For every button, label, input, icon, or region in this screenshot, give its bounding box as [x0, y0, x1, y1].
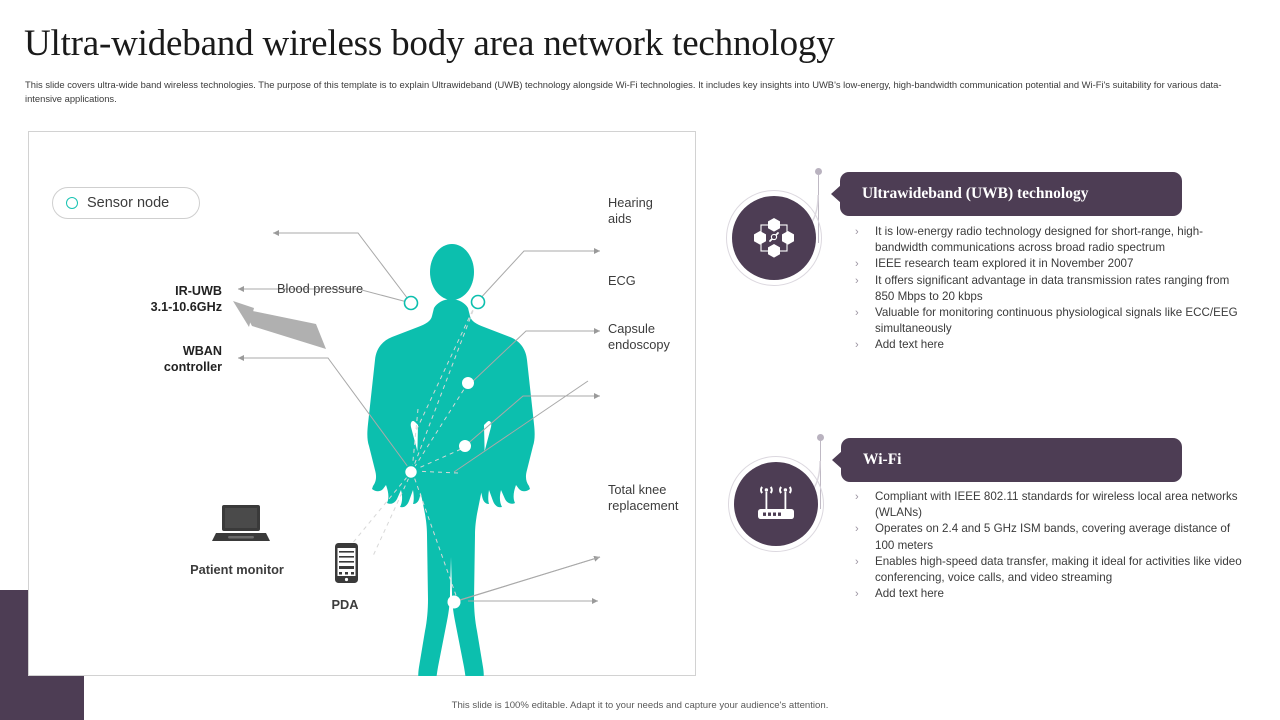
- sensor-mesh-links: [345, 302, 477, 602]
- label-patient-monitor: Patient monitor: [190, 562, 284, 577]
- legend-sensor-node: Sensor node: [52, 187, 200, 219]
- network-nodes-icon: [754, 218, 794, 258]
- panel-wifi-title: Wi-Fi: [832, 438, 1182, 482]
- chevron-right-icon: ›: [855, 339, 859, 352]
- list-item: › It is low-energy radio technology desi…: [855, 224, 1247, 256]
- legend-label: Sensor node: [87, 195, 170, 211]
- label-capsule-endoscopy: Capsule endoscopy: [608, 321, 670, 352]
- label-wban-controller: WBAN controller: [163, 344, 222, 374]
- chevron-right-icon: ›: [855, 274, 859, 287]
- list-item: › Valuable for monitoring continuous phy…: [855, 305, 1247, 337]
- panel-wifi-bullets: › Compliant with IEEE 802.11 standards f…: [855, 489, 1247, 602]
- wifi-router-icon: [758, 486, 794, 519]
- circle-outline-icon: [66, 197, 78, 209]
- panel-uwb-connector: [818, 175, 819, 243]
- chevron-right-icon: ›: [855, 555, 859, 568]
- list-item: › Enables high-speed data transfer, maki…: [855, 554, 1247, 586]
- label-total-knee-replacement: Total knee replacement: [608, 482, 679, 513]
- label-blood-pressure: Blood pressure: [277, 281, 364, 296]
- list-item: › IEEE research team explored it in Nove…: [855, 256, 1247, 272]
- panel-wifi-badge: [734, 462, 818, 546]
- list-item: › Compliant with IEEE 802.11 standards f…: [855, 489, 1247, 521]
- smartphone-icon: [335, 543, 358, 583]
- label-ecg: ECG: [608, 273, 636, 288]
- page-title: Ultra-wideband wireless body area networ…: [24, 23, 835, 64]
- list-item: › Add text here: [855, 586, 1247, 602]
- panel-uwb-badge-ring: [726, 190, 822, 286]
- chevron-right-icon: ›: [855, 588, 859, 601]
- panel-uwb-badge: [732, 196, 816, 280]
- sensor-nodes: [403, 294, 486, 609]
- chevron-right-icon: ›: [855, 258, 859, 271]
- list-item: › It offers significant advantage in dat…: [855, 273, 1247, 305]
- chevron-right-icon: ›: [855, 307, 859, 320]
- list-item: › Add text here: [855, 337, 1247, 353]
- footer-note: This slide is 100% editable. Adapt it to…: [451, 700, 829, 711]
- label-hearing-aids: Hearing aids: [608, 195, 653, 226]
- panel-uwb-dot: [815, 168, 822, 175]
- human-body-silhouette: [367, 244, 535, 676]
- leader-lines-left: [238, 230, 412, 472]
- panel-wifi-dot: [817, 434, 824, 441]
- page-subtitle: This slide covers ultra-wide band wirele…: [25, 79, 1222, 104]
- leader-lines-right: [452, 248, 601, 603]
- panel-wifi-badge-ring: [728, 456, 824, 552]
- chevron-right-icon: ›: [855, 523, 859, 536]
- chevron-right-icon: ›: [855, 226, 859, 238]
- panel-wifi-connector: [820, 441, 821, 509]
- chevron-right-icon: ›: [855, 491, 859, 503]
- panel-uwb-title: Ultrawideband (UWB) technology: [831, 172, 1182, 216]
- corner-accent-horizontal: [0, 675, 84, 720]
- panel-uwb-bullets: › It is low-energy radio technology desi…: [855, 224, 1247, 354]
- wban-body-diagram: [212, 230, 601, 676]
- list-item: › Operates on 2.4 and 5 GHz ISM bands, c…: [855, 521, 1247, 553]
- label-ir-uwb: IR-UWB 3.1-10.6GHz: [150, 284, 222, 314]
- ir-uwb-arrow: [233, 301, 326, 349]
- laptop-icon: [212, 505, 270, 541]
- label-pda: PDA: [331, 597, 359, 612]
